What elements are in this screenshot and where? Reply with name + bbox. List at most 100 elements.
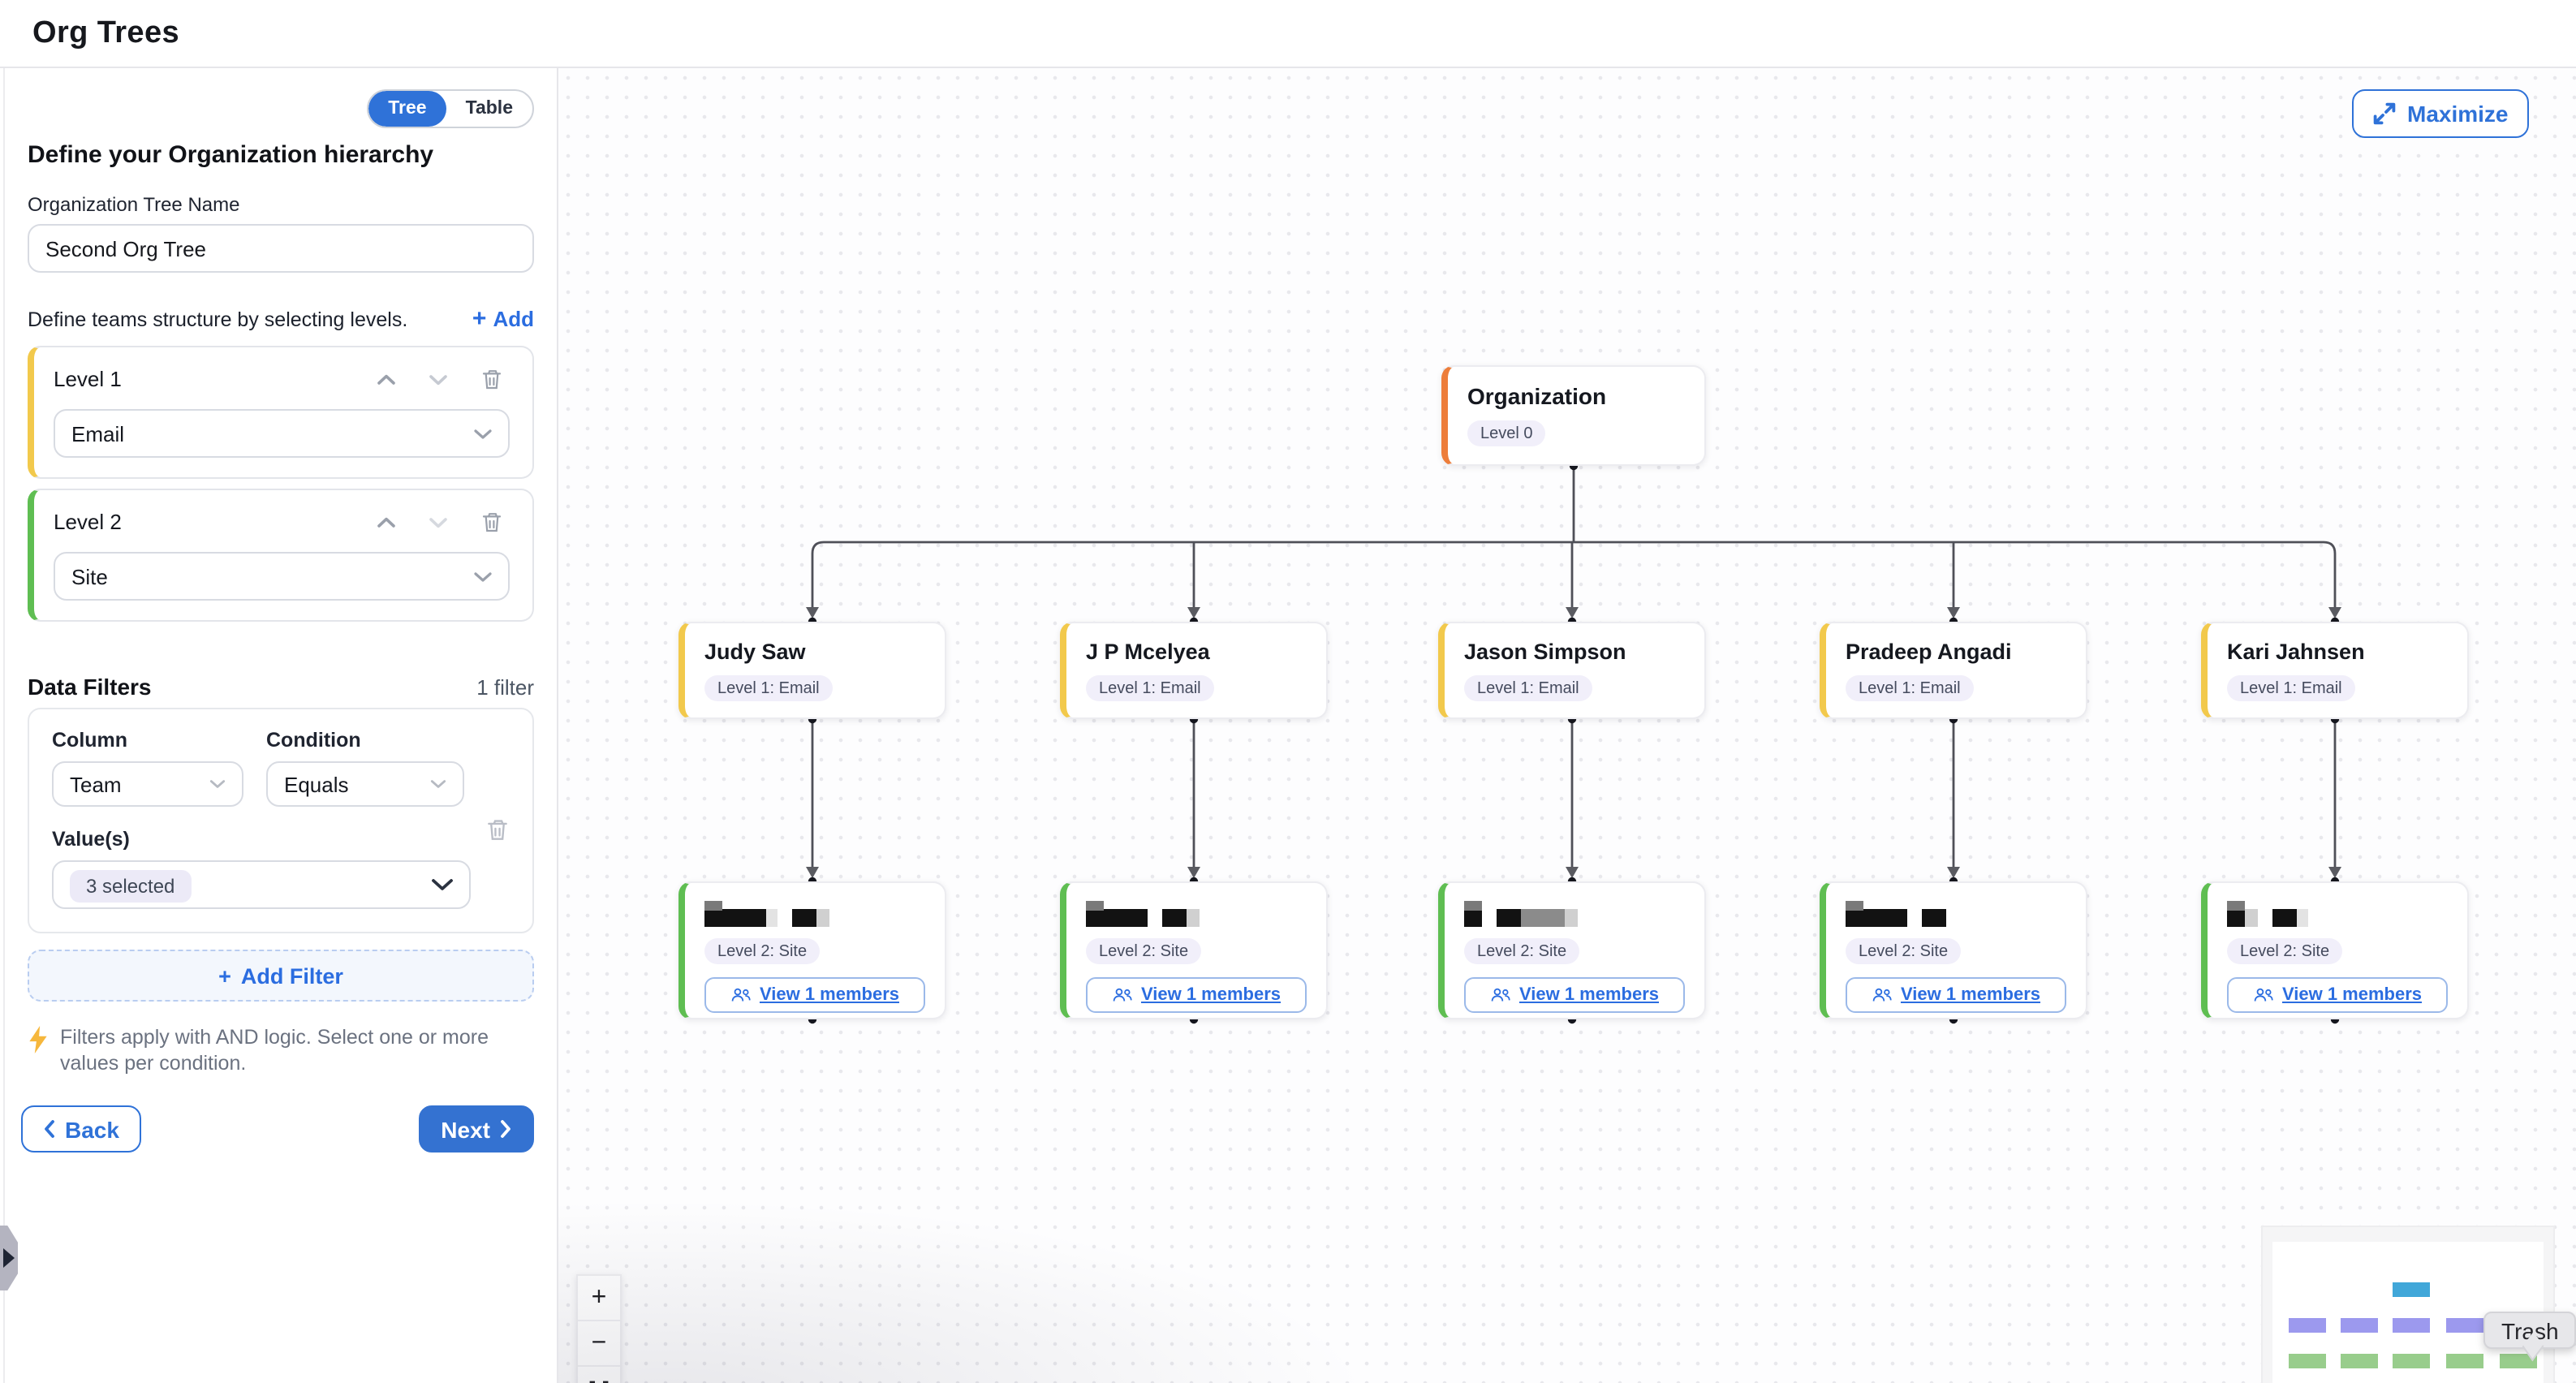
minimap-level2-node [2341,1354,2378,1368]
condition-label: Condition [266,729,361,752]
redacted-name [2227,899,2448,927]
toggle-tree[interactable]: Tree [368,91,446,127]
plus-icon: + [218,963,231,988]
zoom-controls: + − [576,1274,622,1383]
plus-icon: + [472,304,487,332]
delete-level-trash-icon[interactable] [474,506,510,537]
org-node-level2[interactable]: Level 2: Site View 1 members [1060,881,1328,1019]
level-2-select[interactable]: Site [54,552,510,601]
page-title: Org Trees [32,15,180,50]
canvas-shade [558,1172,1467,1383]
level-badge: Level 2: Site [1086,938,1202,964]
org-node-level2[interactable]: Level 2: Site View 1 members [1820,881,2087,1019]
zoom-in-button[interactable]: + [578,1276,620,1321]
expand-icon [2373,102,2396,125]
fit-view-icon [589,1380,609,1383]
view-members-button[interactable]: View 1 members [704,977,925,1013]
level-badge: Level 2: Site [1846,938,1962,964]
redacted-name [1846,899,2066,927]
selected-count-chip: 3 selected [70,869,192,902]
view-toggle: Tree Table [367,89,534,128]
members-icon [1491,988,1510,1002]
redacted-name [1464,899,1685,927]
chevron-left-icon [45,1120,54,1138]
move-up-icon[interactable] [370,369,403,389]
move-up-icon[interactable] [370,512,403,532]
org-node-level1[interactable]: Kari Jahnsen Level 1: Email [2201,622,2469,719]
caret-right-icon [3,1248,15,1268]
filter-values-select[interactable]: 3 selected [52,860,471,909]
members-icon [731,988,751,1002]
level-badge: Level 2: Site [2227,938,2343,964]
minimap-level2-node [2289,1354,2326,1368]
view-members-button[interactable]: View 1 members [2227,977,2448,1013]
minimap-level1-node [2393,1318,2430,1333]
levels-hint: Define teams structure by selecting leve… [28,308,408,330]
add-level-button[interactable]: + Add [472,304,534,332]
level-badge: Level 1: Email [1846,675,1974,701]
org-node-level1[interactable]: Jason Simpson Level 1: Email [1438,622,1706,719]
values-label: Value(s) [52,828,130,851]
view-members-button[interactable]: View 1 members [1846,977,2066,1013]
app-header: Org Trees [0,0,2576,68]
level-1-title: Level 1 [54,367,122,391]
org-node-level1[interactable]: Judy Saw Level 1: Email [678,622,946,719]
tree-connectors [806,461,2341,1024]
filters-note: Filters apply with AND logic. Select one… [60,1026,489,1075]
move-down-icon[interactable] [422,512,454,532]
chevron-down-icon [209,780,226,788]
minimap-level1-node [2341,1318,2378,1333]
view-members-button[interactable]: View 1 members [1086,977,1307,1013]
filter-card: Column Team Condition Equals [28,708,534,933]
members-icon [1113,988,1132,1002]
level-badge: Level 1: Email [1464,675,1592,701]
sidebar-expand-handle[interactable] [0,1226,18,1290]
trash-tooltip: Trash [2483,1312,2576,1349]
chevron-down-icon [474,429,492,438]
minimap-level1-node [2446,1318,2483,1333]
filter-condition-select[interactable]: Equals [266,761,464,807]
filter-column-select[interactable]: Team [52,761,243,807]
next-button[interactable]: Next [418,1105,534,1152]
chevron-down-icon [474,571,492,581]
redacted-name [1086,899,1307,927]
maximize-button[interactable]: Maximize [2352,89,2530,138]
level-badge: Level 2: Site [704,938,821,964]
column-label: Column [52,729,128,752]
org-node-level1[interactable]: J P Mcelyea Level 1: Email [1060,622,1328,719]
level-2-title: Level 2 [54,510,122,534]
level-badge: Level 0 [1467,420,1546,446]
tree-name-input[interactable] [28,224,534,273]
toggle-table[interactable]: Table [465,99,513,118]
org-node-level1[interactable]: Pradeep Angadi Level 1: Email [1820,622,2087,719]
back-button[interactable]: Back [21,1105,142,1152]
level-badge: Level 1: Email [1086,675,1214,701]
minimap-level1-node [2289,1318,2326,1333]
minimap[interactable] [2261,1226,2555,1383]
sidebar-heading: Define your Organization hierarchy [28,141,434,169]
delete-level-trash-icon[interactable] [474,364,510,394]
move-down-icon[interactable] [422,369,454,389]
filter-count: 1 filter [476,675,534,700]
chevron-down-icon [430,780,446,788]
level-badge: Level 1: Email [704,675,833,701]
org-node-level2[interactable]: Level 2: Site View 1 members [678,881,946,1019]
org-node-level2[interactable]: Level 2: Site View 1 members [1438,881,1706,1019]
members-icon [2254,988,2273,1002]
delete-filter-trash-icon[interactable] [479,813,516,846]
view-members-button[interactable]: View 1 members [1464,977,1685,1013]
minimap-level2-node [2446,1354,2483,1368]
redacted-name [704,899,925,927]
hierarchy-sidebar: Tree Table Define your Organization hier… [3,68,558,1383]
zoom-out-button[interactable]: − [578,1321,620,1367]
level-1-select[interactable]: Email [54,409,510,458]
fit-view-button[interactable] [578,1367,620,1383]
org-chart-canvas[interactable]: Organization Level 0 Judy Saw Level 1: E… [558,68,2576,1383]
level-badge: Level 2: Site [1464,938,1580,964]
org-node-root[interactable]: Organization Level 0 [1441,365,1706,466]
lightning-icon [29,1026,47,1053]
chevron-right-icon [501,1120,510,1138]
add-filter-button[interactable]: + Add Filter [28,950,534,1002]
org-node-level2[interactable]: Level 2: Site View 1 members [2201,881,2469,1019]
level-badge: Level 1: Email [2227,675,2355,701]
